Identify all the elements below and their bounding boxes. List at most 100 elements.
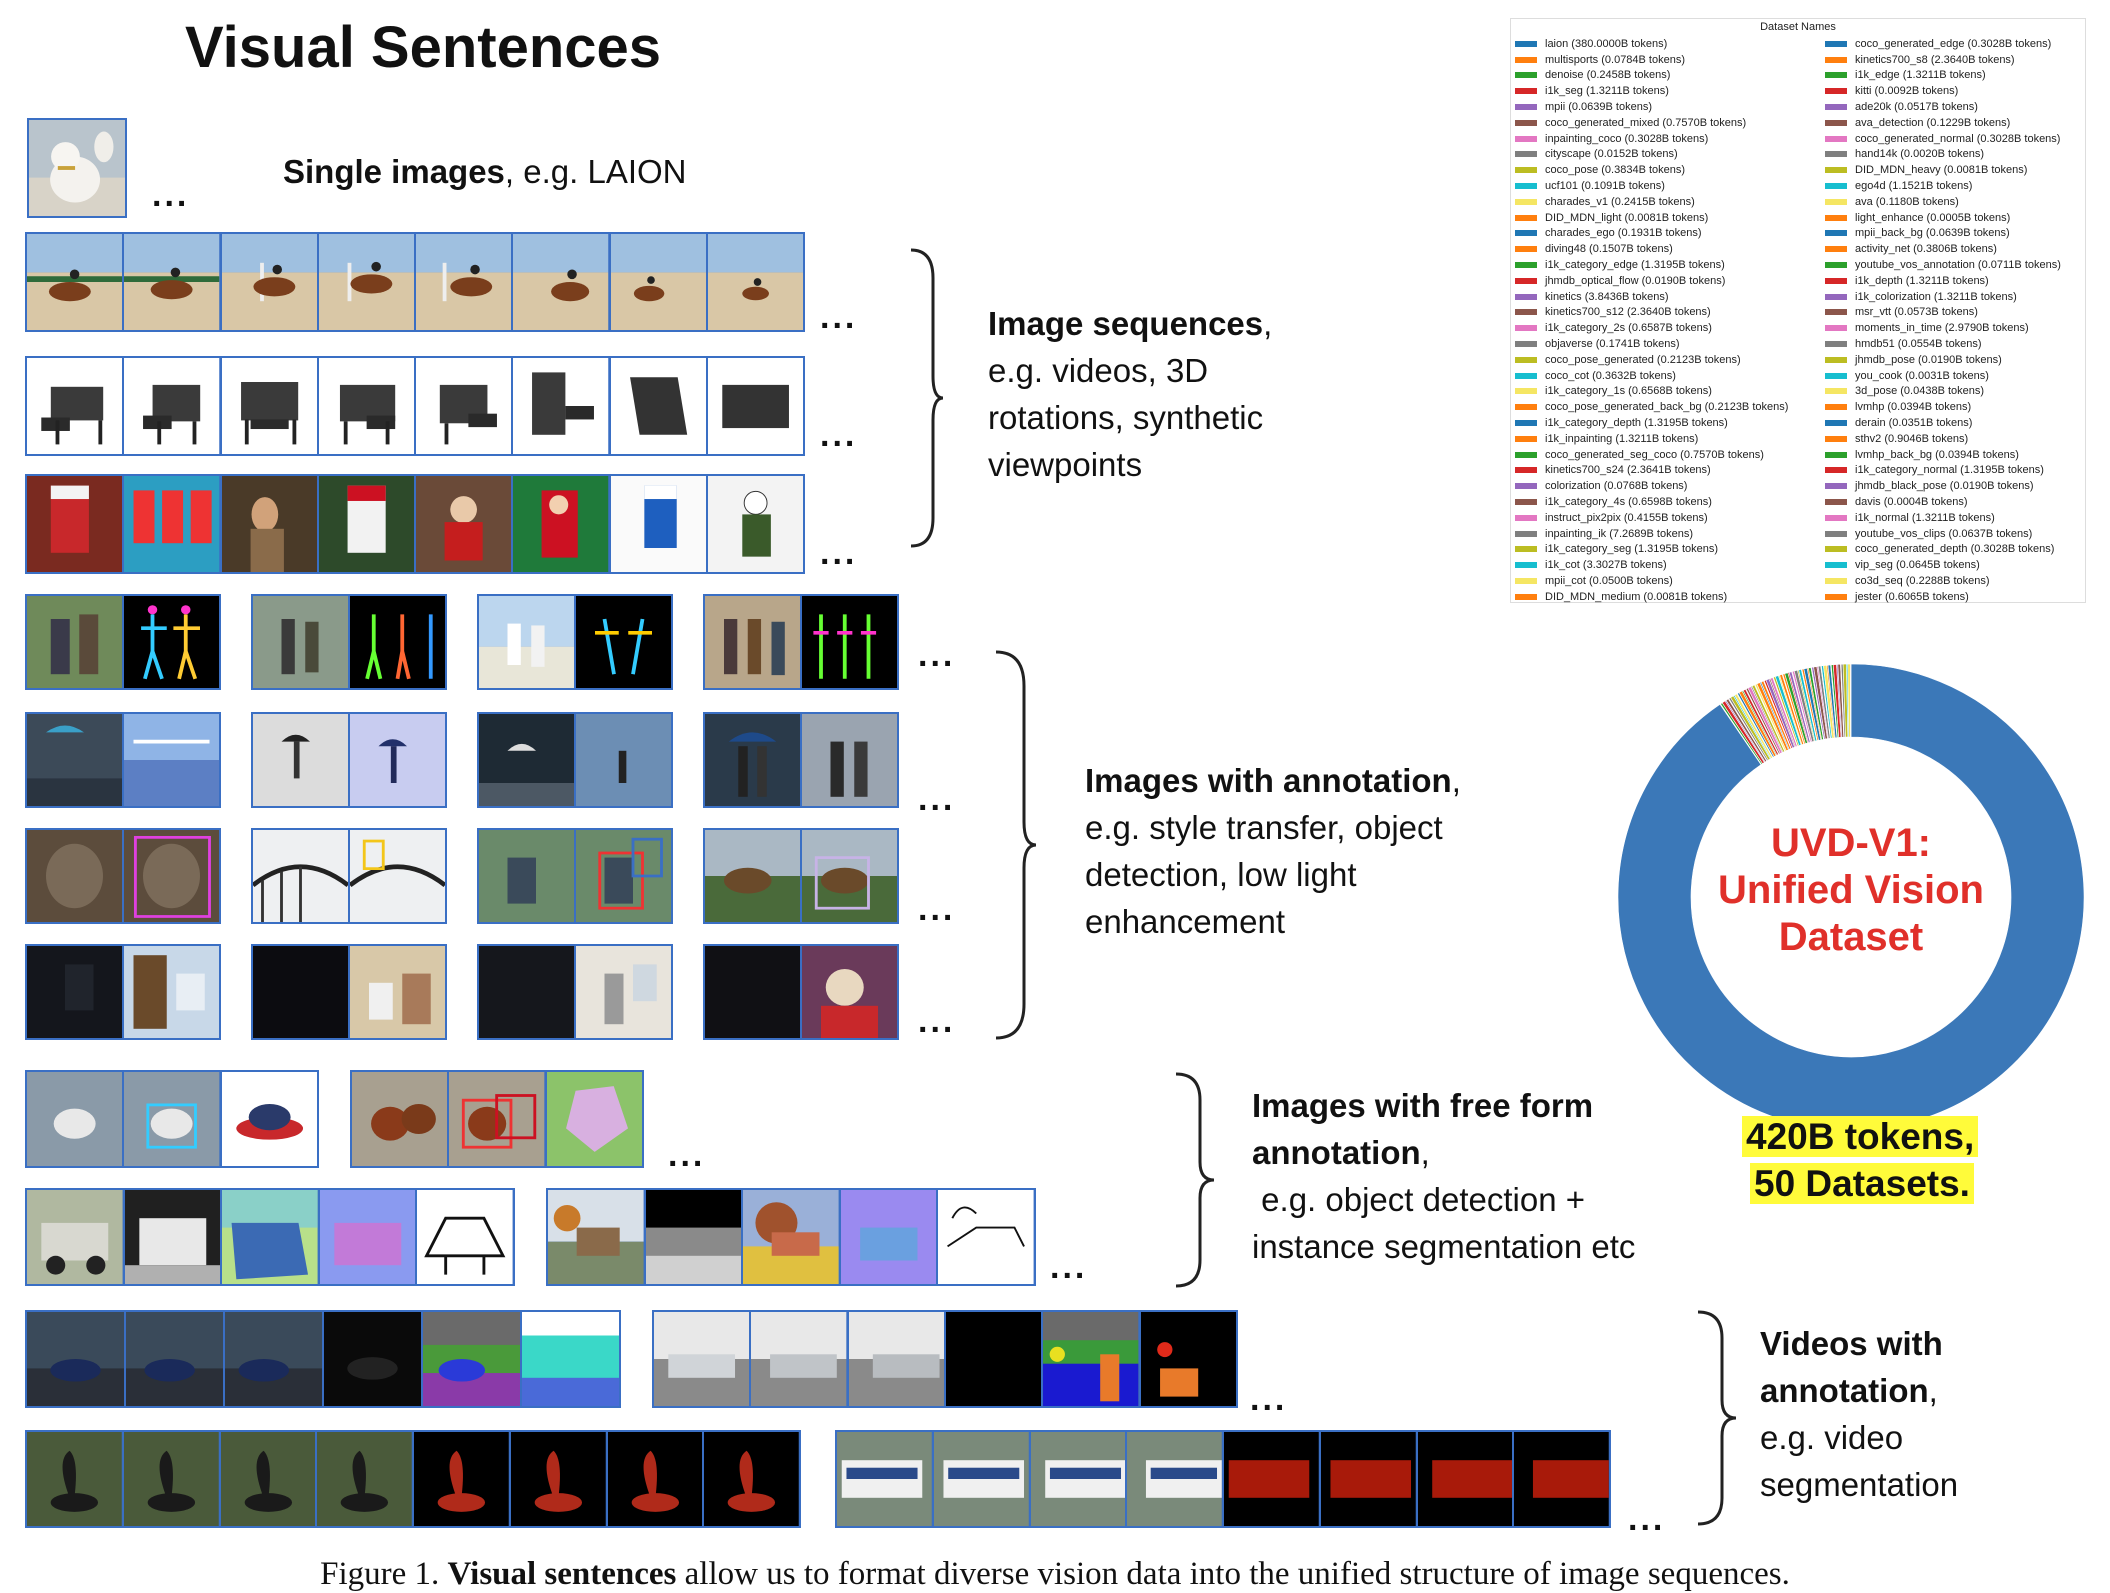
legend-swatch: [1515, 435, 1537, 442]
legend-swatch: [1825, 325, 1847, 332]
legend-label: vip_seg (0.0645B tokens): [1855, 559, 1980, 572]
legend-swatch: [1825, 467, 1847, 474]
legend-swatch: [1515, 167, 1537, 174]
frame: [318, 234, 414, 330]
legend-swatch: [1825, 214, 1847, 221]
legend-item: derain (0.0351B tokens): [1825, 415, 2061, 431]
legend-label: i1k_colorization (1.3211B tokens): [1855, 290, 2017, 303]
legend-swatch: [1515, 183, 1537, 190]
legend-label: coco_pose (0.3834B tokens): [1545, 164, 1686, 177]
detection-pair: [25, 828, 221, 924]
legend-item: DID_MDN_medium (0.0081B tokens): [1515, 589, 1788, 605]
legend-item: i1k_inpainting (1.3211B tokens): [1515, 431, 1788, 447]
legend-label: co3d_seq (0.2288B tokens): [1855, 574, 1990, 587]
legend-item: moments_in_time (2.9790B tokens): [1825, 320, 2061, 336]
legend-swatch: [1515, 309, 1537, 316]
frame: [513, 234, 609, 330]
legend-item: ava (0.1180B tokens): [1825, 194, 2061, 210]
legend-label: i1k_cot (3.3027B tokens): [1545, 559, 1667, 572]
legend-swatch: [1515, 72, 1537, 79]
ellipsis: ...: [918, 1002, 956, 1040]
legend-label: kinetics700_s12 (2.3640B tokens): [1545, 306, 1711, 319]
legend-swatch: [1515, 119, 1537, 126]
figure-title: Visual Sentences: [185, 15, 662, 80]
legend-swatch: [1825, 514, 1847, 521]
frame: [221, 358, 317, 454]
legend-label: jester (0.6065B tokens): [1855, 590, 1969, 603]
legend-swatch: [1515, 593, 1537, 600]
legend-swatch: [1825, 546, 1847, 553]
legend-swatch: [1515, 135, 1537, 142]
detection-pair: [703, 828, 899, 924]
legend-label: i1k_inpainting (1.3211B tokens): [1545, 432, 1699, 445]
legend-swatch: [1825, 577, 1847, 584]
legend-swatch: [1825, 40, 1847, 47]
legend-label: sthv2 (0.9046B tokens): [1855, 432, 1969, 445]
ellipsis: ...: [820, 416, 858, 454]
legend-label: i1k_edge (1.3211B tokens): [1855, 69, 1986, 82]
ellipsis: ...: [820, 298, 858, 336]
legend-label: lvmhp (0.0394B tokens): [1855, 401, 1972, 414]
legend-label: i1k_depth (1.3211B tokens): [1855, 274, 1989, 287]
legend-item: mpii (0.0639B tokens): [1515, 99, 1788, 115]
frame: [513, 476, 609, 572]
legend-swatch: [1515, 325, 1537, 332]
legend-item: i1k_category_4s (0.6598B tokens): [1515, 494, 1788, 510]
legend-label: hand14k (0.0020B tokens): [1855, 148, 1985, 161]
legend-swatch: [1825, 56, 1847, 63]
legend-item: vip_seg (0.0645B tokens): [1825, 557, 2061, 573]
legend-swatch: [1515, 88, 1537, 95]
pose-pair: [477, 594, 673, 690]
donut-slice: [1850, 663, 1852, 738]
legend-label: jhmdb_optical_flow (0.0190B tokens): [1545, 274, 1726, 287]
single-image-thumb: [27, 118, 127, 218]
horse-sequence: [25, 232, 805, 332]
frame: [513, 358, 609, 454]
legend-label: cityscape (0.0152B tokens): [1545, 148, 1678, 161]
legend-label: charades_ego (0.1931B tokens): [1545, 227, 1702, 240]
legend-label: objaverse (0.1741B tokens): [1545, 338, 1680, 351]
legend-swatch: [1825, 119, 1847, 126]
legend-label: multisports (0.0784B tokens): [1545, 53, 1686, 66]
video-seg-strip: [25, 1430, 801, 1528]
legend-item: co3d_seq (0.2288B tokens): [1825, 573, 2061, 589]
legend-swatch: [1515, 277, 1537, 284]
legend-swatch: [1515, 56, 1537, 63]
free-form-strip: [546, 1188, 1036, 1286]
legend-swatch: [1515, 388, 1537, 395]
legend-label: mpii (0.0639B tokens): [1545, 101, 1652, 114]
legend-label: DID_MDN_heavy (0.0081B tokens): [1855, 164, 2028, 177]
legend-item: mpii_back_bg (0.0639B tokens): [1825, 226, 2061, 242]
legend-item: i1k_category_normal (1.3195B tokens): [1825, 463, 2061, 479]
legend-label: activity_net (0.3806B tokens): [1855, 243, 1997, 256]
frame: [610, 358, 706, 454]
legend-label: inpainting_ik (7.2689B tokens): [1545, 527, 1693, 540]
legend-item: inpainting_ik (7.2689B tokens): [1515, 526, 1788, 542]
legend-swatch: [1825, 404, 1847, 411]
donut-slice-laion: [1617, 663, 2085, 1131]
legend-label: youtube_vos_clips (0.0637B tokens): [1855, 527, 2033, 540]
legend-item: sthv2 (0.9046B tokens): [1825, 431, 2061, 447]
style-pair: [477, 712, 673, 808]
legend-label: coco_generated_edge (0.3028B tokens): [1855, 37, 2052, 50]
legend-item: jhmdb_pose (0.0190B tokens): [1825, 352, 2061, 368]
legend-label: i1k_normal (1.3211B tokens): [1855, 511, 1995, 524]
legend-swatch: [1825, 183, 1847, 190]
ellipsis: ...: [668, 1136, 706, 1174]
legend-label: diving48 (0.1507B tokens): [1545, 243, 1673, 256]
brace: [995, 650, 1037, 1040]
legend-swatch: [1515, 467, 1537, 474]
legend-item: i1k_edge (1.3211B tokens): [1825, 68, 2061, 84]
legend-item: coco_pose (0.3834B tokens): [1515, 162, 1788, 178]
ellipsis: ...: [820, 534, 858, 572]
legend-swatch: [1825, 593, 1847, 600]
free-form-strip: [25, 1188, 515, 1286]
frame: [610, 234, 706, 330]
legend-label: kinetics700_s8 (2.3640B tokens): [1855, 53, 2015, 66]
legend-item: hmdb51 (0.0554B tokens): [1825, 336, 2061, 352]
legend-label: instruct_pix2pix (0.4155B tokens): [1545, 511, 1708, 524]
legend-item: i1k_normal (1.3211B tokens): [1825, 510, 2061, 526]
legend-item: ego4d (1.1521B tokens): [1825, 178, 2061, 194]
legend-label: kitti (0.0092B tokens): [1855, 85, 1959, 98]
legend-item: kinetics700_s8 (2.3640B tokens): [1825, 52, 2061, 68]
